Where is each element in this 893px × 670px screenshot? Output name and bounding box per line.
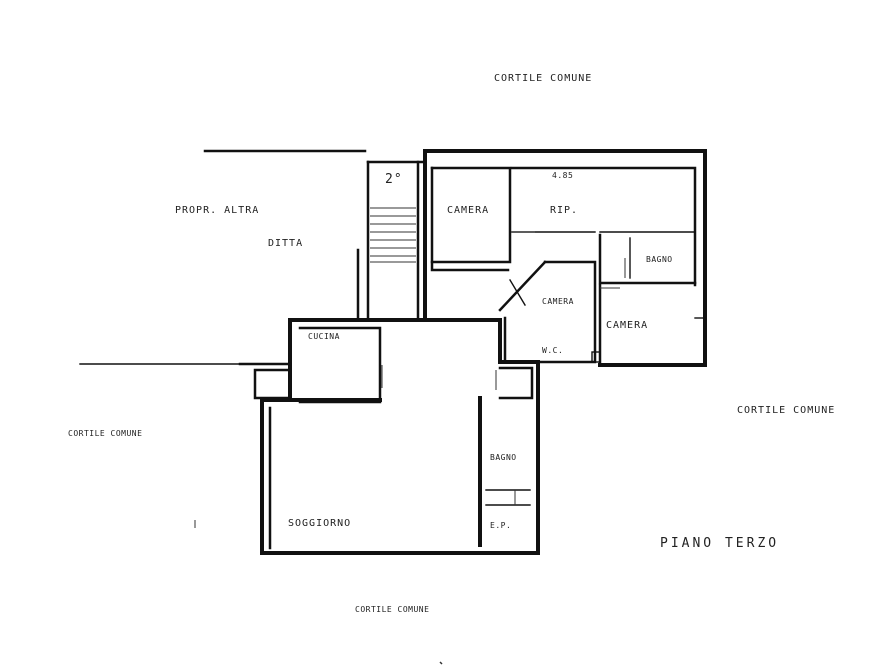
label-propr-altra: PROPR. ALTRA: [175, 205, 260, 216]
label-cortile-bottom: CORTILE COMUNE: [355, 605, 430, 614]
label-rip: RIP.: [550, 205, 579, 216]
label-ep: E.P.: [490, 521, 512, 530]
label-cucina: CUCINA: [308, 332, 340, 341]
label-camera-3: CAMERA: [606, 320, 649, 331]
label-soggiorno: SOGGIORNO: [288, 518, 352, 529]
label-cortile-top: CORTILE COMUNE: [494, 73, 593, 84]
label-ditta: DITTA: [268, 238, 304, 249]
label-wc: W.C.: [542, 346, 564, 355]
label-bagno-1: BAGNO: [646, 255, 673, 264]
label-camera-1: CAMERA: [447, 205, 490, 216]
label-stair-floor: 2°: [385, 172, 403, 187]
label-camera-2: CAMERA: [542, 297, 574, 306]
label-cortile-right: CORTILE COMUNE: [737, 405, 836, 416]
label-dimension: 4.85: [552, 171, 574, 180]
label-cortile-left: CORTILE COMUNE: [68, 429, 143, 438]
label-bagno-2: BAGNO: [490, 453, 517, 462]
label-piano-terzo: PIANO TERZO: [660, 536, 780, 551]
